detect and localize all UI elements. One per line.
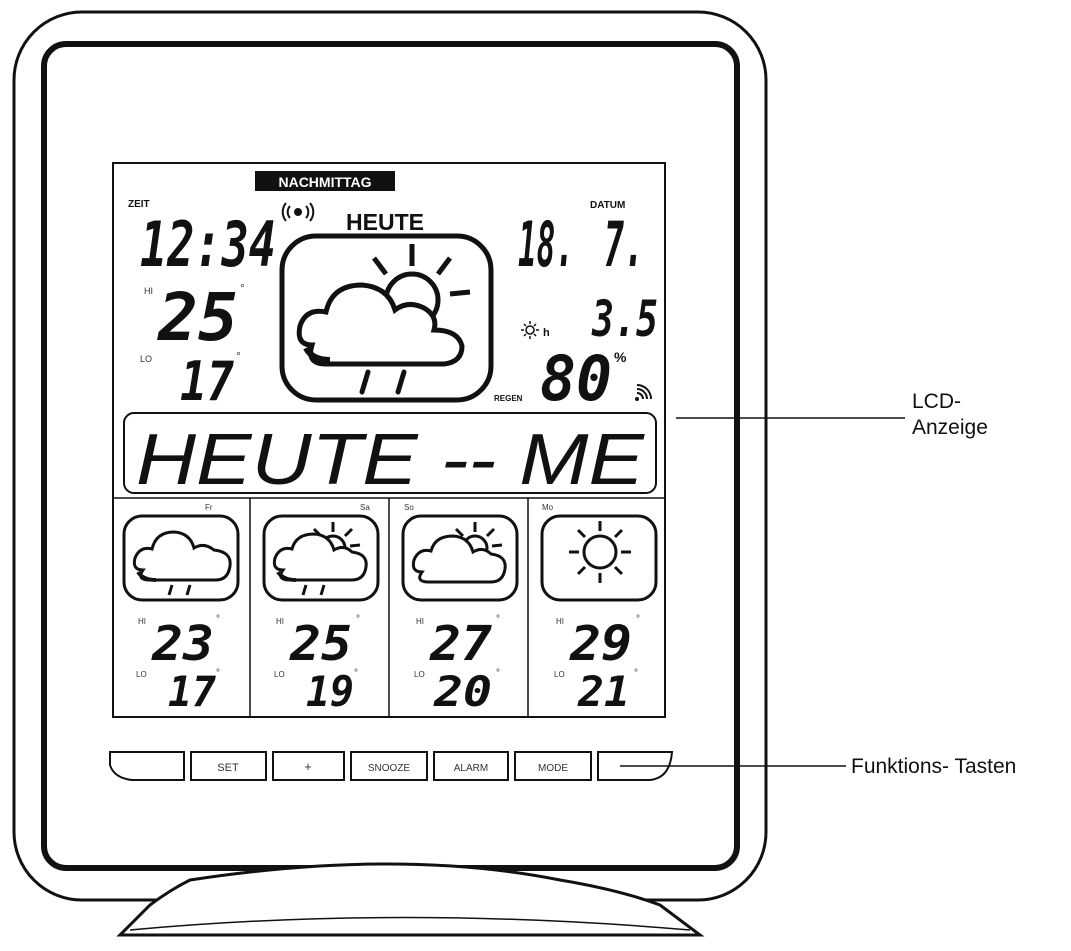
- date-month: 7.: [604, 208, 644, 281]
- forecast-day-1: Fr HI 23 ° LO 17 °: [122, 503, 240, 716]
- text-line-frame: [123, 412, 657, 494]
- forecast-day-label: Mo: [542, 503, 554, 512]
- lcd-callout-line2: Anzeige: [912, 416, 988, 439]
- lcd-display: NACHMITTAG ZEIT 12:34 HEUTE: [112, 162, 666, 718]
- text-line: HEUTE -- ME: [136, 420, 645, 500]
- forecast-lo-degree: °: [216, 668, 220, 679]
- rain-value: 80: [540, 342, 612, 415]
- forecast-lo-degree: °: [496, 668, 500, 679]
- keys-callout-label: Funktions- Tasten: [851, 755, 1016, 778]
- forecast-lo-degree: °: [634, 668, 638, 679]
- alarm-button[interactable]: ALARM: [433, 751, 509, 781]
- today-lo-degree: °: [236, 349, 241, 363]
- forecast-lo-temp: 21: [577, 667, 630, 716]
- forecast-hi-temp: 23: [151, 616, 214, 672]
- signal-strength-icon: [635, 384, 652, 401]
- forecast-lo-label: LO: [136, 670, 147, 679]
- date-day: 18.: [518, 208, 574, 281]
- forecast-day-label: So: [404, 503, 414, 512]
- rain-cloud-icon: [132, 530, 232, 596]
- device-stand: [116, 862, 705, 937]
- plus-button[interactable]: +: [272, 751, 345, 781]
- forecast-day-label: Fr: [205, 503, 213, 512]
- today-hi-temp: 25: [157, 279, 238, 356]
- forecast-hi-temp: 25: [289, 616, 352, 672]
- sun-hours-unit: h: [543, 327, 550, 339]
- mode-button[interactable]: MODE: [514, 751, 592, 781]
- forecast-lo-temp: 20: [433, 667, 492, 716]
- forecast-day-2: Sa HI 25 ° LO 19 °: [262, 503, 380, 716]
- forecast-hi-label: HI: [556, 617, 564, 626]
- lcd-callout-line1: LCD-: [912, 390, 961, 413]
- sunshine-icon: [521, 321, 539, 339]
- forecast-hi-degree: °: [496, 614, 500, 625]
- forecast-lo-label: LO: [274, 670, 285, 679]
- lcd-callout: LCD- Anzeige: [676, 390, 988, 439]
- radio-signal-icon: [281, 202, 315, 222]
- plus-button-label: +: [304, 759, 312, 774]
- snooze-button-label: SNOOZE: [368, 763, 411, 774]
- datum-label: DATUM: [590, 200, 625, 211]
- sun-cloud-icon: [411, 522, 507, 584]
- forecast-hi-temp: 29: [569, 616, 632, 672]
- zeit-label: ZEIT: [128, 199, 150, 210]
- sun-icon: [569, 521, 631, 583]
- snooze-button[interactable]: SNOOZE: [350, 751, 428, 781]
- sun-cloud-rain-icon: [272, 522, 368, 596]
- forecast-day-4: Mo HI 29 ° LO 21 °: [540, 503, 658, 716]
- set-button-label: SET: [217, 762, 239, 774]
- forecast-lo-label: LO: [554, 670, 565, 679]
- forecast-hi-degree: °: [636, 614, 640, 625]
- rain-unit: %: [614, 349, 627, 365]
- function-buttons: SET + SNOOZE ALARM MODE: [109, 751, 674, 781]
- regen-label: REGEN: [494, 394, 523, 403]
- today-hi-degree: °: [240, 281, 245, 295]
- forecast-hi-label: HI: [416, 617, 424, 626]
- forecast-lo-label: LO: [414, 670, 425, 679]
- forecast-day-label: Sa: [360, 503, 370, 512]
- today-hi-label: HI: [144, 286, 153, 296]
- forecast-hi-degree: °: [356, 614, 360, 625]
- forecast-day-3: So HI 27 ° LO 20 °: [401, 503, 519, 716]
- forecast-hi-label: HI: [138, 617, 146, 626]
- forecast-lo-temp: 19: [306, 667, 354, 716]
- today-lo-label: LO: [140, 354, 152, 364]
- period-badge-label: NACHMITTAG: [278, 174, 371, 190]
- alarm-button-label: ALARM: [454, 763, 488, 774]
- today-lo-temp: 17: [180, 350, 234, 413]
- forecast-lo-temp: 17: [168, 667, 217, 716]
- left-blank-button[interactable]: [109, 751, 185, 781]
- forecast-hi-temp: 27: [429, 616, 492, 672]
- cloud-icon: [296, 282, 465, 367]
- heute-label: HEUTE: [346, 209, 424, 235]
- forecast-lo-degree: °: [354, 668, 358, 679]
- time-display: 12:34: [140, 208, 276, 281]
- today-weather-icon: [279, 233, 494, 403]
- forecast-hi-degree: °: [216, 614, 220, 625]
- mode-button-label: MODE: [538, 763, 568, 774]
- forecast-hi-label: HI: [276, 617, 284, 626]
- set-button[interactable]: SET: [190, 751, 267, 781]
- period-badge: [255, 171, 395, 191]
- sun-hours-value: 3.5: [591, 290, 658, 348]
- rain-drops-icon: [359, 369, 407, 395]
- keys-callout: Funktions- Tasten: [620, 755, 1016, 778]
